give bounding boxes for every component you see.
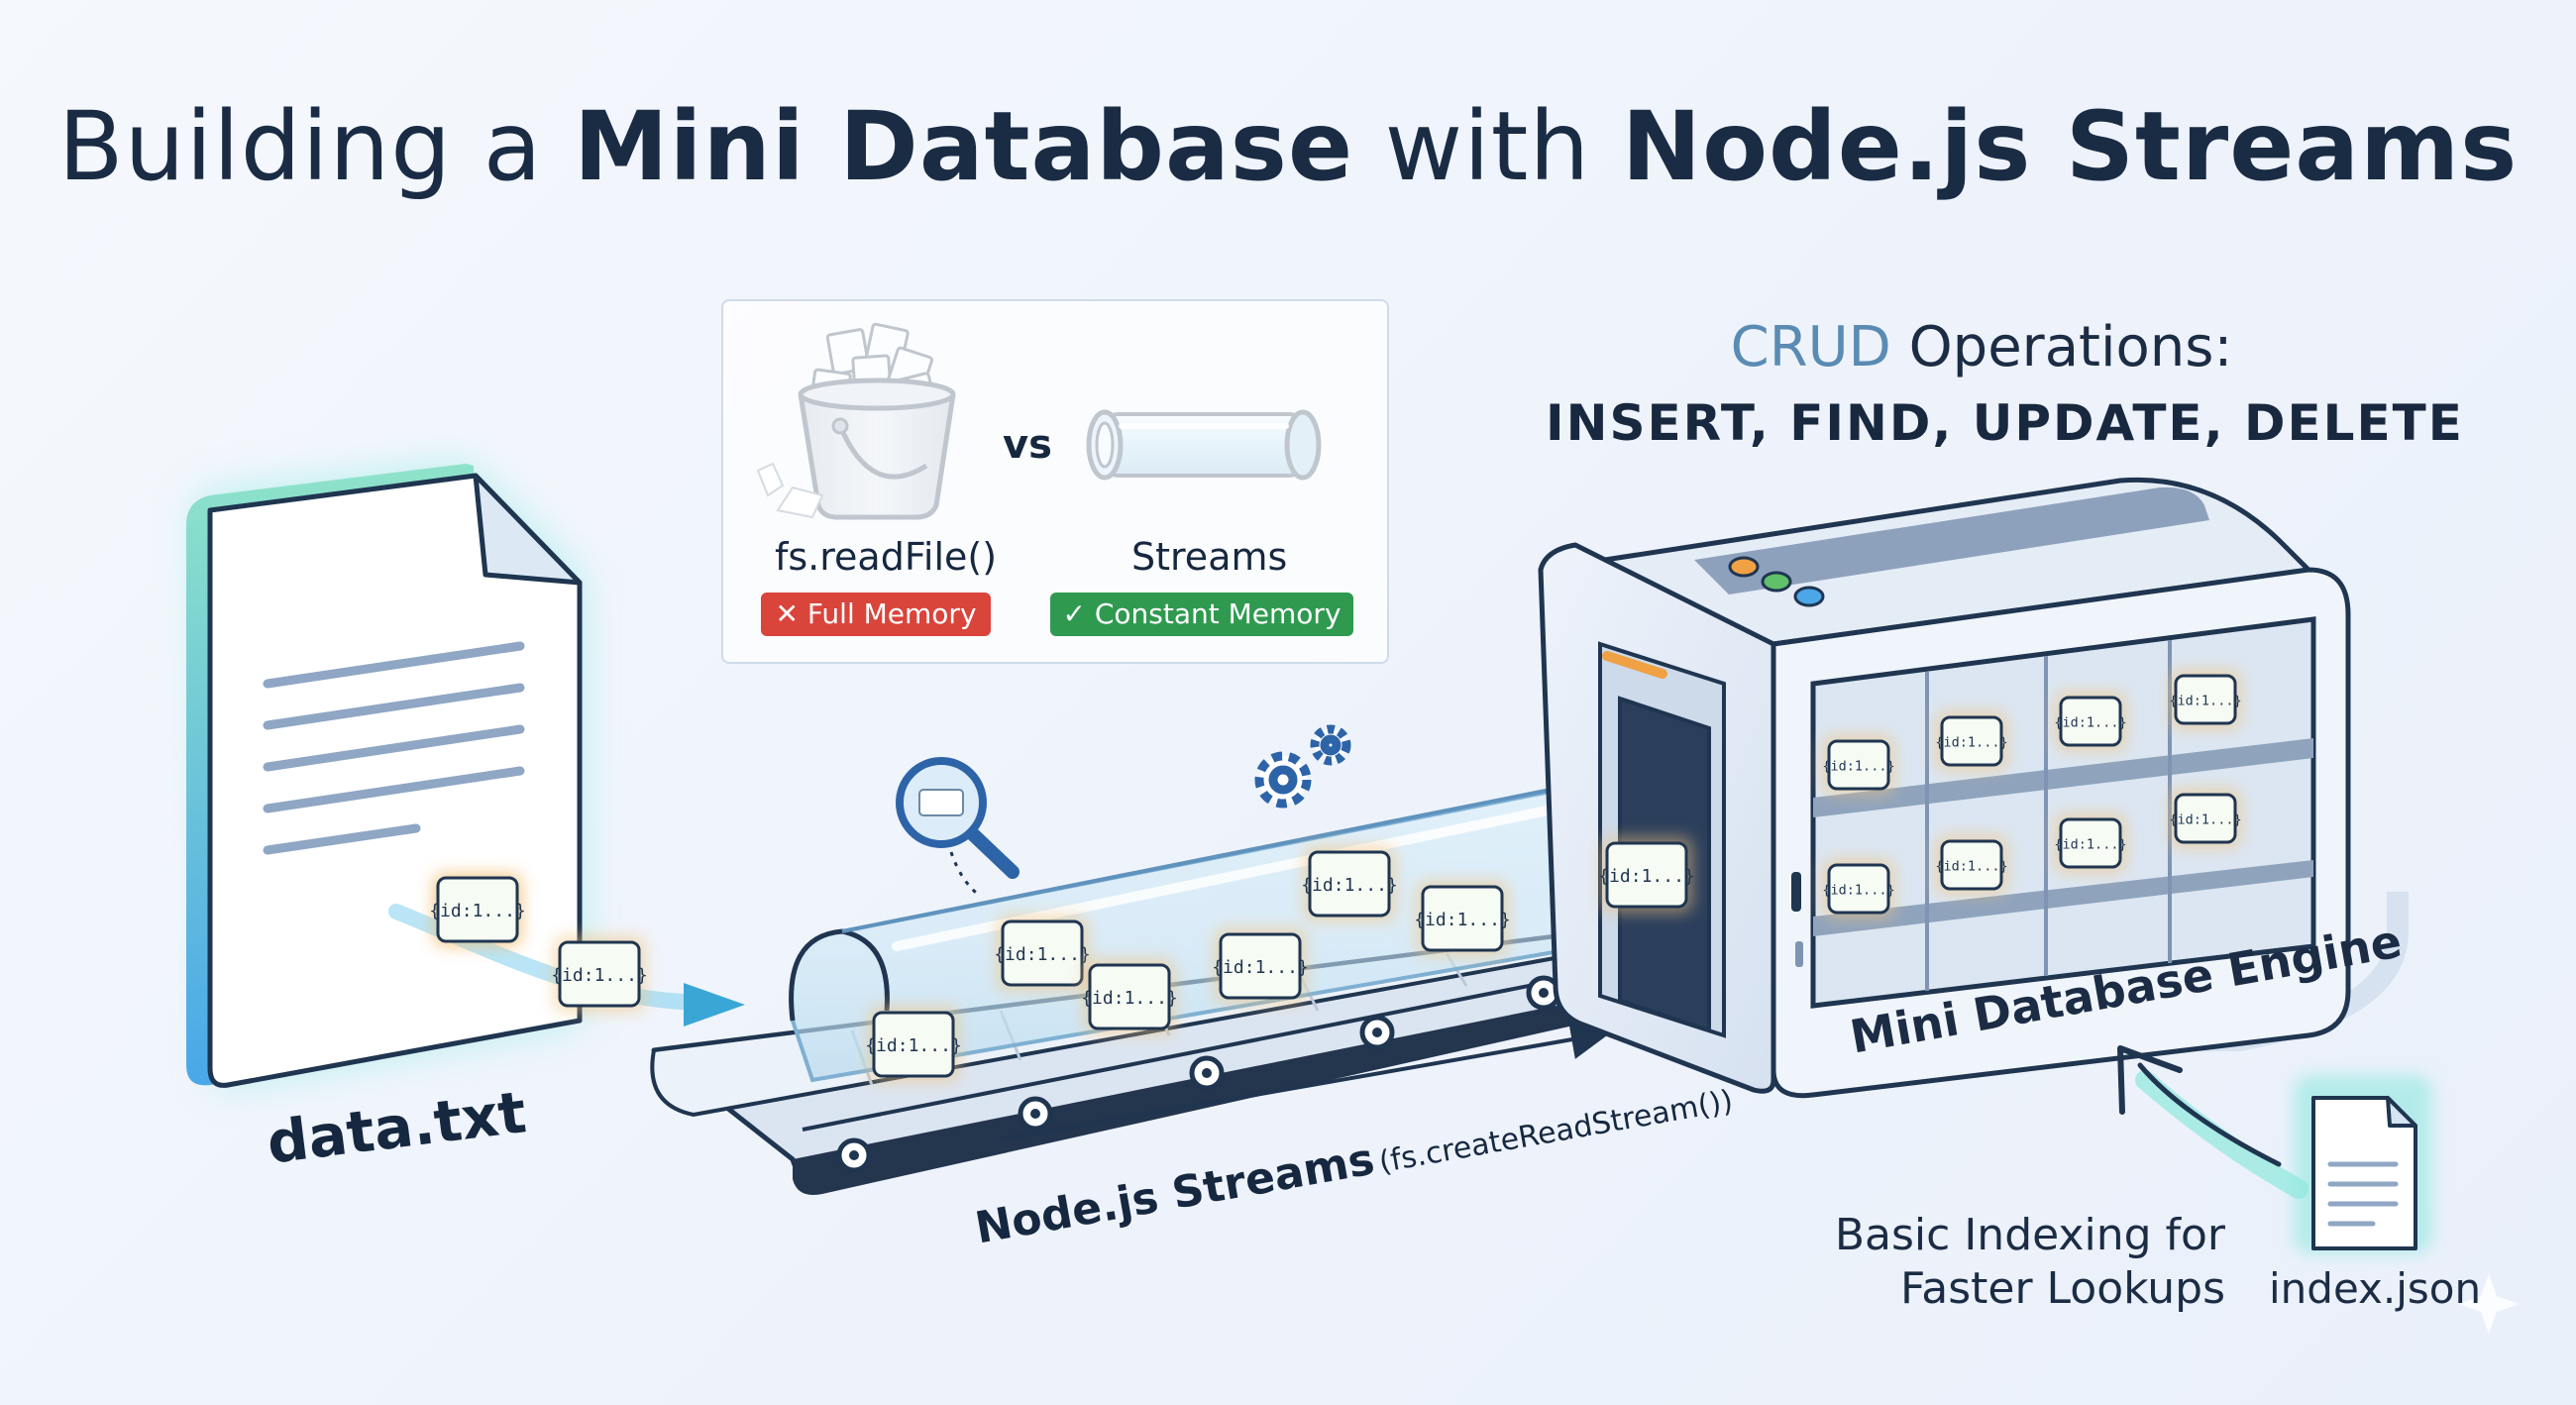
flow-arrow-head (684, 983, 745, 1027)
record-token (1940, 839, 2003, 891)
record-token (1605, 841, 1688, 909)
index-caption-line-2: Faster Lookups (1899, 1263, 2225, 1314)
title-part-1: Building a (57, 91, 575, 202)
title-part-4: Node.js Streams (1621, 91, 2519, 202)
record-token-text: {id:1...} (1822, 882, 1894, 898)
title-part-3: with (1353, 91, 1622, 202)
index-arrow (2137, 1062, 2282, 1167)
crud-operations: INSERT, FIND, UPDATE, DELETE (1546, 394, 2464, 452)
x-icon: ✕ (775, 597, 799, 630)
document-icon (186, 464, 583, 1088)
title-part-2: Mini Database (574, 91, 1354, 202)
record-token (1308, 850, 1391, 918)
streams-label: Streams (1131, 535, 1288, 579)
crud-heading: CRUD Operations: (1645, 315, 2318, 379)
record-token (2059, 696, 2122, 747)
record-token-text: {id:1...} (551, 965, 648, 986)
record-token (1219, 932, 1302, 1000)
record-token-text: {id:1...} (429, 901, 526, 921)
record-token (2174, 793, 2237, 844)
record-token-text: {id:1...} (2054, 714, 2126, 730)
index-file-label: index.json (2269, 1264, 2482, 1313)
record-token-text: {id:1...} (1935, 734, 2007, 750)
record-token (2174, 674, 2237, 725)
record-token-text: {id:1...} (1212, 957, 1309, 978)
record-token-text: {id:1...} (1301, 875, 1398, 896)
index-caption-line-1: Basic Indexing for (1834, 1210, 2225, 1260)
readfile-label: fs.readFile() (775, 535, 998, 579)
vs-label: vs (1003, 422, 1052, 468)
sparkle-icon (2459, 1274, 2519, 1334)
record-token (1421, 885, 1504, 952)
record-token-text: {id:1...} (1598, 866, 1695, 887)
constant-memory-text: Constant Memory (1094, 597, 1342, 630)
record-token (1001, 919, 1084, 987)
full-memory-text: Full Memory (806, 597, 977, 630)
comparison-panel: fs.readFile() vs Streams ✕ Full Memory ✓… (721, 299, 1389, 664)
record-token (1940, 715, 2003, 767)
full-memory-badge: ✕ Full Memory (761, 593, 991, 636)
gears-icon (1254, 724, 1351, 809)
record-token-text: {id:1...} (865, 1035, 962, 1056)
crud-heading-rest: Operations: (1890, 315, 2233, 379)
index-arrow-head (2117, 1045, 2183, 1115)
record-token-text: {id:1...} (994, 944, 1091, 965)
record-token-text: {id:1...} (1081, 988, 1178, 1009)
record-token-text: {id:1...} (1935, 858, 2007, 874)
record-tokens: {id:1...} {id:1...} {id:1...} {id:1...} {id:… (429, 670, 2242, 1082)
record-token (2059, 817, 2122, 869)
record-token (872, 1011, 955, 1078)
record-token-text: {id:1...} (1414, 910, 1511, 930)
index-arrow-glow (2135, 1070, 2308, 1199)
page-title: Building a Mini Database with Node.js St… (0, 91, 2576, 202)
crud-accent: CRUD (1730, 315, 1891, 379)
record-token (1827, 739, 1890, 791)
record-token-text: {id:1...} (2169, 693, 2241, 708)
record-token-text: {id:1...} (2169, 811, 2241, 827)
magnifier-icon (896, 757, 1020, 899)
check-icon: ✓ (1062, 597, 1086, 630)
index-file-icon (2294, 1075, 2432, 1253)
record-token (558, 940, 641, 1008)
record-token-text: {id:1...} (1822, 758, 1894, 774)
index-caption: Basic Indexing for Faster Lookups (1783, 1209, 2225, 1316)
record-token-text: {id:1...} (2054, 836, 2126, 852)
constant-memory-badge: ✓ Constant Memory (1050, 593, 1353, 636)
record-token (1088, 963, 1171, 1030)
record-token (1827, 863, 1890, 915)
record-token (436, 876, 519, 943)
